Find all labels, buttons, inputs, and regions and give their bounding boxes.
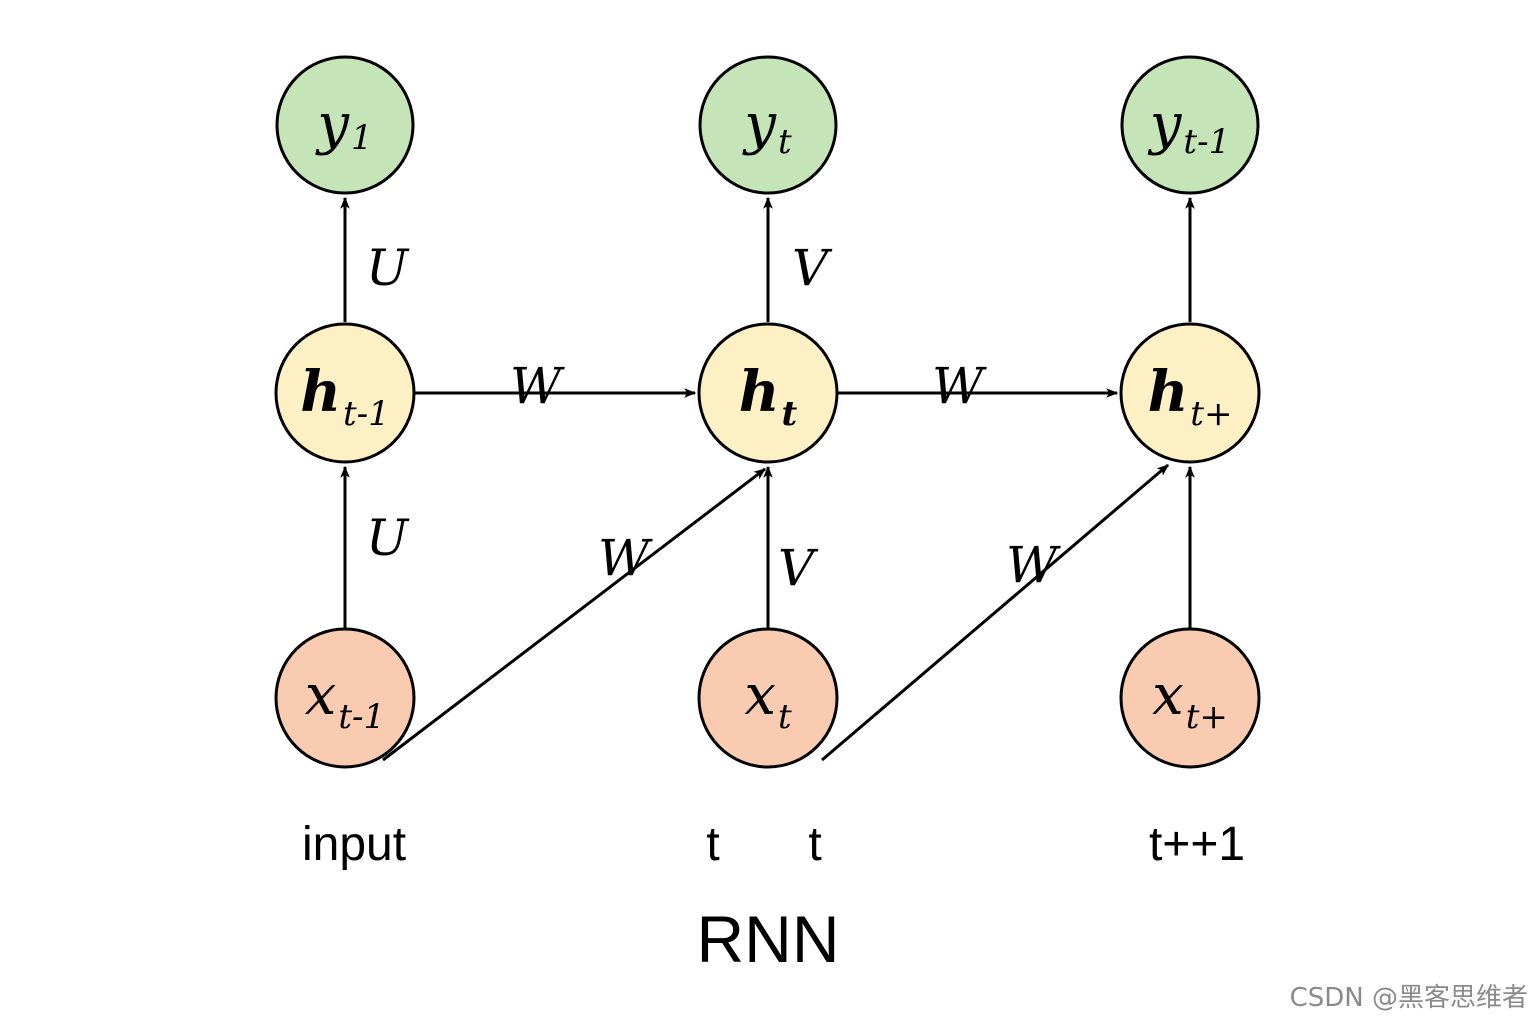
diagram-title: RNN: [697, 902, 840, 976]
node-symbol: h: [1148, 359, 1189, 425]
output-circle: [1120, 55, 1260, 195]
edge-xt-to-htp-diagonal: [821, 463, 1169, 762]
input-circle: [274, 627, 416, 769]
node-symbol: x: [305, 663, 337, 728]
node-symbol: x: [744, 663, 776, 728]
hidden-node-ht1: ht-1: [274, 322, 416, 464]
weight-label-v-bottom: V: [778, 539, 819, 597]
node-subscript: t: [782, 394, 798, 434]
output-node-yt1: yt-1: [1120, 55, 1260, 195]
output-node-yt: yt: [698, 55, 838, 195]
time-label-t-next: t++1: [1149, 818, 1245, 871]
output-node-label: yt-1: [1147, 92, 1230, 162]
weight-label-w-diagonal-2: W: [1006, 536, 1061, 594]
input-node-xtp: xt+: [1119, 627, 1261, 769]
input-node-label: xt: [744, 663, 792, 737]
edges: [340, 196, 1195, 762]
node-symbol: y: [314, 92, 350, 157]
time-label-t-left: t: [706, 818, 719, 871]
node-subscript: t: [778, 122, 792, 162]
node-symbol: h: [300, 359, 341, 425]
node-subscript: 1: [351, 118, 373, 158]
input-circle: [1119, 627, 1261, 769]
time-label-t-right: t: [808, 818, 821, 871]
weight-label-u-bottom: U: [366, 509, 410, 567]
weight-label-w-diagonal-1: W: [598, 529, 653, 587]
node-subscript: t+: [1190, 394, 1232, 434]
node-symbol: y: [1147, 92, 1183, 157]
input-node-xt1: xt-1: [274, 627, 416, 769]
output-node-y1: y1: [275, 55, 415, 195]
input-node-xt: xt: [697, 627, 839, 769]
node-subscript: t-1: [343, 394, 390, 434]
hidden-circle: [697, 322, 839, 464]
weight-label-w-horizontal-1: W: [510, 357, 565, 415]
output-circle: [698, 55, 838, 195]
weight-label-u-top: U: [366, 239, 410, 297]
output-node-label: yt: [741, 92, 792, 162]
hidden-node-ht: ht: [697, 322, 839, 464]
input-node-label: xt-1: [305, 663, 385, 737]
node-subscript: t-1: [1183, 122, 1230, 162]
input-circle: [697, 627, 839, 769]
hidden-node-htp: ht+: [1119, 322, 1261, 464]
output-circle: [275, 55, 415, 195]
hidden-circle: [274, 322, 416, 464]
time-label-input: input: [302, 818, 406, 871]
weight-label-w-horizontal-2: W: [932, 357, 987, 415]
node-symbol: h: [739, 359, 780, 425]
node-symbol: x: [1152, 663, 1184, 728]
node-subscript: t: [778, 697, 792, 737]
input-node-label: xt+: [1152, 663, 1228, 737]
watermark-text: CSDN @黑客思维者: [1290, 983, 1528, 1013]
hidden-node-label: ht: [739, 359, 798, 434]
node-subscript: t+: [1186, 697, 1228, 737]
node-subscript: t-1: [338, 697, 385, 737]
node-symbol: y: [741, 92, 777, 157]
weight-label-v-top: V: [792, 239, 833, 297]
output-node-label: y1: [314, 92, 372, 158]
edge-xt1-to-ht-diagonal: [382, 467, 766, 762]
hidden-node-label: ht-1: [300, 359, 390, 434]
hidden-circle: [1119, 322, 1261, 464]
hidden-node-label: ht+: [1148, 359, 1233, 434]
